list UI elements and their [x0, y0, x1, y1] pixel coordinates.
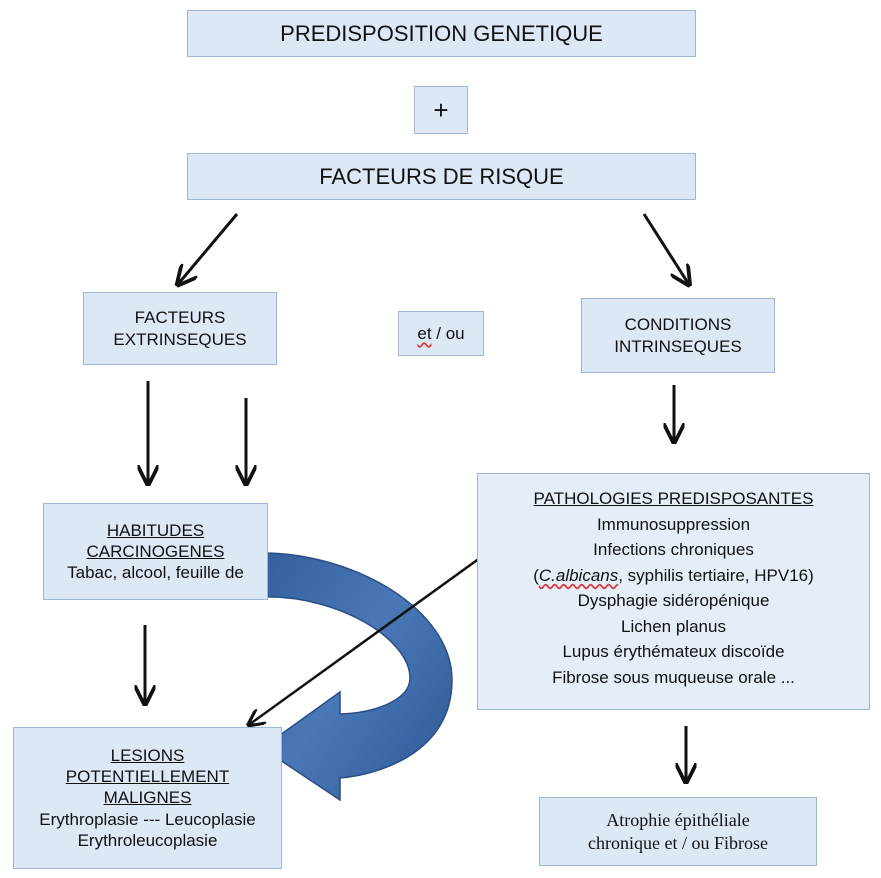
- extrinsic-line-2: EXTRINSEQUES: [113, 329, 247, 349]
- and-or-word-ou: / ou: [431, 323, 465, 343]
- atrophy-line-1: Atrophie épithéliale: [606, 810, 750, 830]
- epithelial-atrophy-box: Atrophie épithéliale chronique et / ou F…: [539, 797, 817, 866]
- lesions-title-2: POTENTIELLEMENT: [65, 767, 230, 787]
- genetic-predisposition-box: PREDISPOSITION GENETIQUE: [187, 10, 696, 57]
- lesions-title-3: MALIGNES: [103, 788, 192, 808]
- and-or-box: et / ou: [398, 311, 484, 356]
- potentially-malignant-lesions-box: LESIONS POTENTIELLEMENT MALIGNES Erythro…: [13, 727, 282, 869]
- pathology-lichen-planus: Lichen planus: [621, 616, 726, 636]
- lesions-line-1: Erythroplasie --- Leucoplasie: [39, 809, 256, 829]
- infection-detail-open: (: [533, 565, 539, 585]
- extrinsic-line-1: FACTEURS: [134, 308, 226, 328]
- plus-box: +: [414, 86, 468, 134]
- genetic-predisposition-label: PREDISPOSITION GENETIQUE: [280, 20, 603, 46]
- and-or-label: et / ou: [417, 323, 464, 344]
- atrophy-line-2: chronique et / ou Fibrose: [588, 832, 768, 853]
- carcinogenic-habits-box: HABITUDES CARCINOGENES Tabac, alcool, fe…: [43, 503, 268, 600]
- intrinsic-conditions-box: CONDITIONS INTRINSEQUES: [581, 298, 775, 373]
- intrinsic-line-2: INTRINSEQUES: [614, 336, 742, 356]
- arrow-risk-to-extrinsic: [179, 213, 239, 283]
- arrow-pathologies-to-lesions: [250, 543, 499, 724]
- curved-blue-arrow: [260, 515, 453, 802]
- and-or-word-et: et: [417, 323, 432, 343]
- habits-title-2: CARCINOGENES: [86, 541, 225, 561]
- extrinsic-factors-box: FACTEURS EXTRINSEQUES: [83, 292, 277, 365]
- pathology-sideropenic-dysphagia: Dysphagie sidéropénique: [577, 591, 770, 610]
- infection-detail-rest: , syphilis tertiaire, HPV16): [618, 565, 814, 585]
- habits-title-1: HABITUDES: [106, 520, 205, 540]
- pathology-chronic-infections: Infections chroniques: [593, 540, 754, 559]
- intrinsic-line-1: CONDITIONS: [624, 315, 732, 335]
- pathology-oral-submucous-fibrosis: Fibrose sous muqueuse orale ...: [552, 667, 795, 687]
- arrow-risk-to-intrinsic: [642, 213, 688, 283]
- pathology-discoid-lupus: Lupus érythémateux discoïde: [562, 642, 785, 661]
- risk-factors-box: FACTEURS DE RISQUE: [187, 153, 696, 200]
- lesions-title-1: LESIONS: [110, 745, 185, 765]
- plus-sign: +: [433, 94, 449, 125]
- infection-detail-species: C.albicans: [538, 565, 619, 585]
- pathology-immunosuppression: Immunosuppression: [596, 514, 751, 534]
- habits-text: Tabac, alcool, feuille de: [67, 563, 244, 583]
- pathologies-title: PATHOLOGIES PREDISPOSANTES: [533, 489, 814, 508]
- pathology-infection-detail: (C.albicans, syphilis tertiaire, HPV16): [533, 563, 814, 589]
- predisposing-pathologies-box: PATHOLOGIES PREDISPOSANTES Immunosuppres…: [477, 473, 870, 710]
- risk-factors-label: FACTEURS DE RISQUE: [319, 163, 564, 189]
- lesions-line-2: Erythroleucoplasie: [77, 830, 218, 850]
